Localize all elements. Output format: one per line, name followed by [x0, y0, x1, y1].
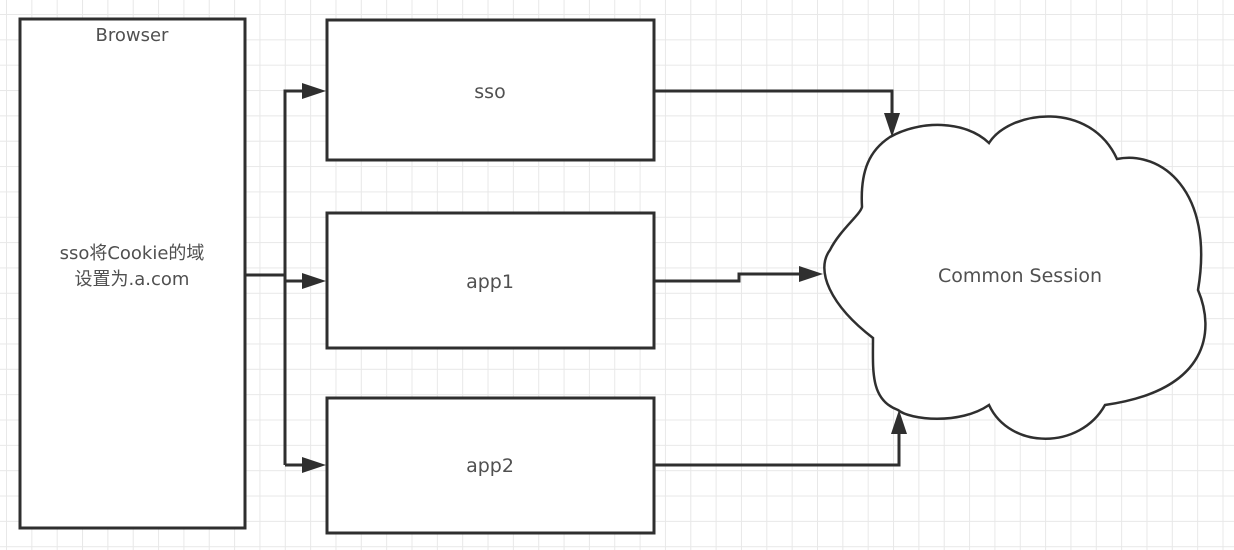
- arrowhead-app1-to-session: [799, 266, 823, 282]
- browser-description-line1: sso将Cookie的域: [60, 243, 205, 264]
- edge-sso-session-line: [654, 89, 894, 115]
- browser-title: Browser: [96, 25, 170, 46]
- app1-label: app1: [466, 271, 514, 293]
- cloud-shape[interactable]: [823, 115, 1207, 440]
- edge-browser-to-apps: [245, 83, 326, 473]
- node-common-session[interactable]: Common Session: [823, 115, 1207, 440]
- edge-apps-to-session: [654, 89, 907, 467]
- node-app2[interactable]: app2: [325, 396, 656, 535]
- app2-label: app2: [466, 455, 514, 477]
- edge-browser-bus: [283, 89, 305, 465]
- node-browser[interactable]: Browser sso将Cookie的域 设置为.a.com: [18, 17, 247, 530]
- browser-description-line2: 设置为.a.com: [75, 269, 190, 290]
- app2-box[interactable]: [325, 396, 656, 535]
- sso-box[interactable]: [325, 18, 656, 162]
- node-sso[interactable]: sso: [325, 18, 656, 162]
- sso-label: sso: [474, 81, 505, 103]
- arrowhead-sso-to-session: [884, 113, 900, 137]
- edge-app1-session-line: [654, 272, 802, 283]
- arrowhead-to-app1: [302, 273, 326, 289]
- arrowhead-to-app2: [302, 457, 326, 473]
- edge-app2-session-line: [654, 432, 901, 467]
- node-app1[interactable]: app1: [325, 211, 656, 350]
- browser-box[interactable]: [18, 17, 247, 530]
- arrowhead-to-sso: [302, 83, 326, 99]
- app1-box[interactable]: [325, 211, 656, 350]
- common-session-label: Common Session: [938, 265, 1102, 287]
- arrowhead-app2-to-session: [891, 410, 907, 434]
